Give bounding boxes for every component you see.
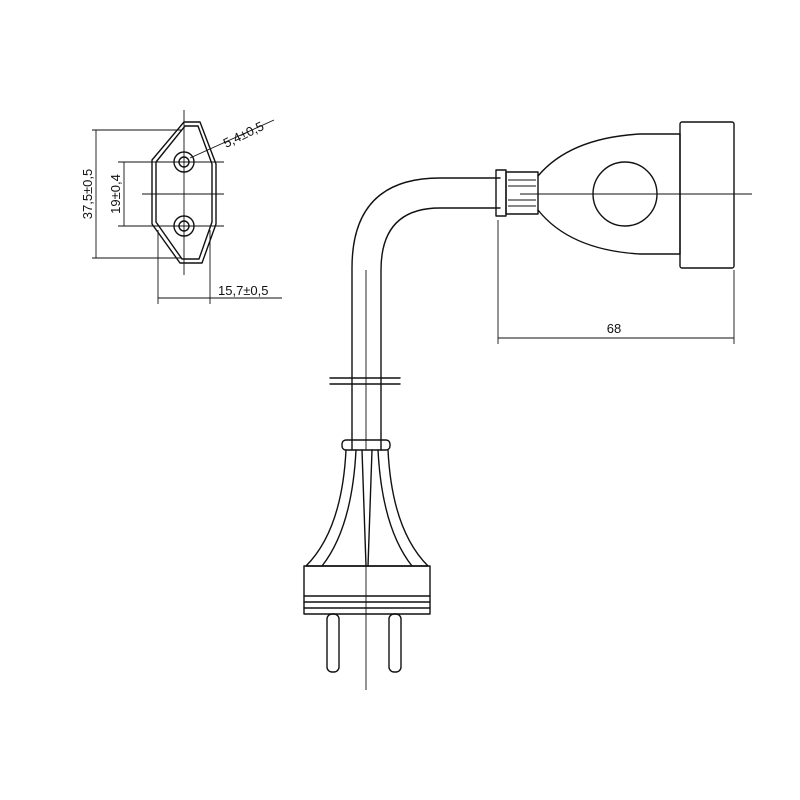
socket-body	[679, 121, 735, 269]
socket-side-view	[495, 121, 752, 344]
pin-diameter-dimension: 5,4±0,5	[221, 118, 266, 150]
plug-pin-left	[326, 613, 340, 673]
plug-base	[303, 565, 431, 615]
plug-pin-right	[388, 613, 402, 673]
socket-length-dimension: 68	[607, 321, 621, 336]
plug-side-view	[303, 439, 431, 690]
plug-face-view	[92, 110, 282, 304]
cable	[329, 177, 501, 451]
pin-spacing-dimension: 19±0,4	[108, 174, 123, 214]
plug-height-dimension: 37,5±0,5	[80, 169, 95, 220]
plug-width-dimension: 15,7±0,5	[218, 283, 269, 298]
